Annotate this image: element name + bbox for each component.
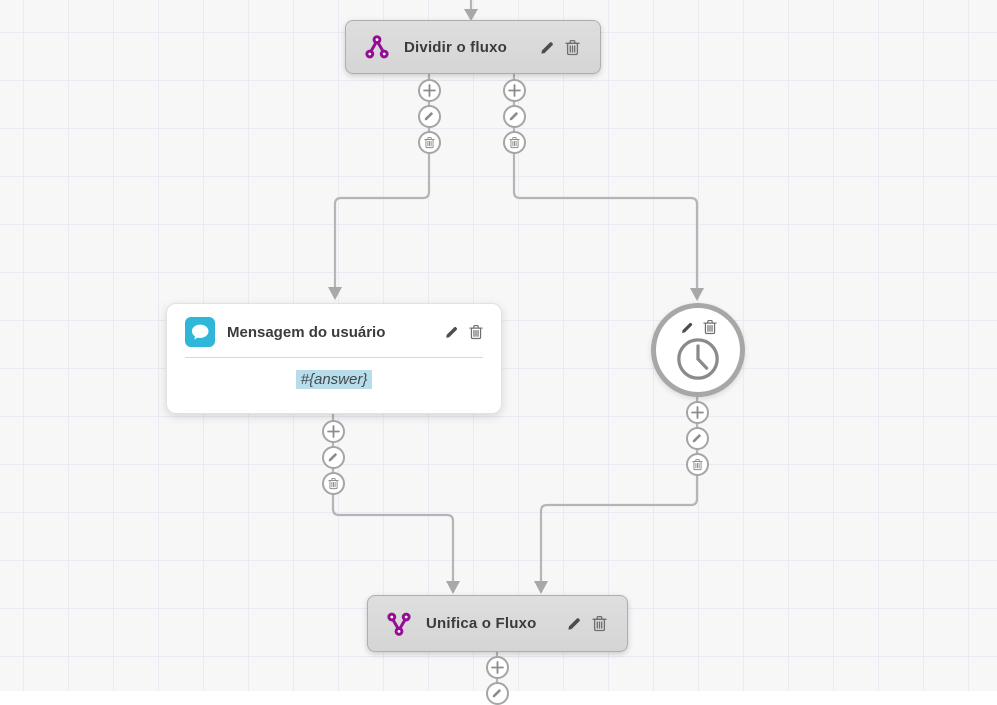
merge-flow-icon — [386, 611, 412, 637]
edit-connection-button[interactable] — [321, 445, 345, 469]
edge-split-to-timer — [512, 74, 699, 289]
add-connection-button[interactable] — [417, 78, 441, 102]
connection-port-column — [485, 655, 509, 705]
chat-bubble-icon — [185, 317, 215, 347]
delete-node-icon[interactable] — [565, 39, 580, 56]
node-title: Mensagem do usuário — [227, 323, 386, 341]
add-connection-button[interactable] — [502, 78, 526, 102]
connection-port-column — [685, 400, 709, 476]
edit-connection-button[interactable] — [485, 681, 509, 705]
node-split-flow[interactable]: Dividir o fluxo — [345, 20, 601, 74]
arrowhead — [446, 581, 460, 594]
delete-connection-button[interactable] — [685, 452, 709, 476]
edit-node-icon[interactable] — [444, 324, 460, 340]
edit-node-icon[interactable] — [566, 615, 583, 632]
message-variable: #{answer} — [295, 370, 373, 389]
arrowhead — [464, 9, 478, 21]
delete-node-icon[interactable] — [592, 615, 607, 632]
arrowhead — [328, 287, 342, 300]
delete-connection-button[interactable] — [321, 471, 345, 495]
node-timer[interactable] — [651, 303, 745, 397]
node-merge-flow[interactable]: Unifica o Fluxo — [367, 595, 628, 652]
clock-icon — [675, 336, 721, 382]
delete-connection-button[interactable] — [502, 130, 526, 154]
node-user-message[interactable]: Mensagem do usuário #{answer} — [166, 303, 502, 414]
edit-node-icon[interactable] — [539, 39, 556, 56]
add-connection-button[interactable] — [321, 419, 345, 443]
node-title: Dividir o fluxo — [404, 38, 508, 56]
split-flow-icon — [364, 34, 390, 60]
edge-split-to-message — [333, 74, 431, 288]
connection-port-column — [502, 78, 526, 154]
edge-message-to-merge — [331, 414, 455, 582]
connection-port-column — [321, 419, 345, 495]
edit-connection-button[interactable] — [502, 104, 526, 128]
card-divider — [185, 357, 483, 358]
arrowhead — [534, 581, 548, 594]
delete-node-icon[interactable] — [702, 319, 717, 335]
node-title: Unifica o Fluxo — [426, 615, 537, 632]
edit-node-icon[interactable] — [680, 320, 695, 335]
edit-connection-button[interactable] — [685, 426, 709, 450]
add-connection-button[interactable] — [685, 400, 709, 424]
arrowhead — [690, 288, 704, 301]
connection-port-column — [417, 78, 441, 154]
add-connection-button[interactable] — [485, 655, 509, 679]
delete-connection-button[interactable] — [417, 130, 441, 154]
edit-connection-button[interactable] — [417, 104, 441, 128]
edge-timer-to-merge — [539, 397, 699, 582]
delete-node-icon[interactable] — [469, 324, 483, 340]
